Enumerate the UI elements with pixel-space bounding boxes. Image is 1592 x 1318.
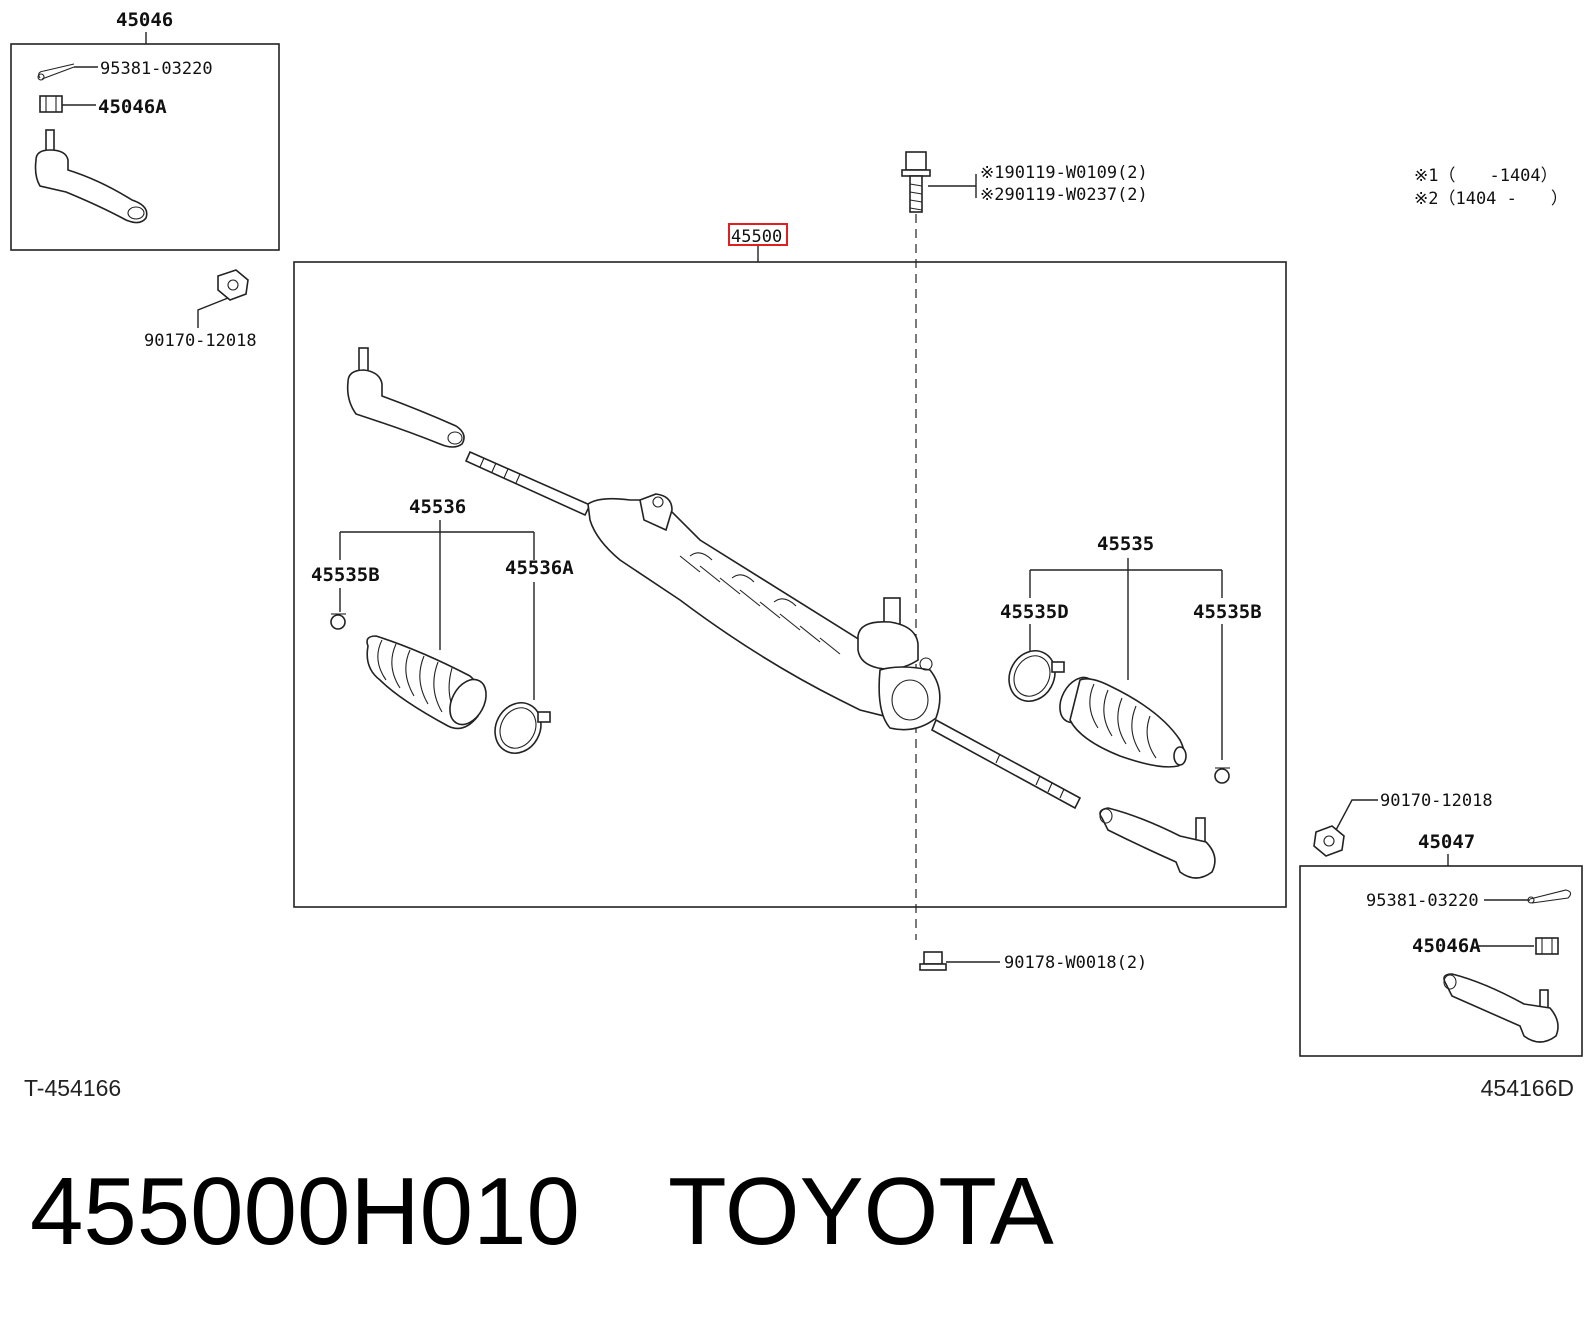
main-assembly-group: 45500 [293,223,1287,908]
group-45046-label[interactable]: 45046 [116,9,173,31]
inner-tie-rod-left-icon [464,450,592,517]
nut-right-group: 90170-12018 [1313,791,1493,857]
boot-group-45536: 45536 45535B 45536A [311,496,574,754]
cotter-pin-icon [1527,889,1572,904]
part-45046A-top[interactable]: 45046A [98,96,167,118]
caption-brand: TOYOTA [668,1158,1054,1265]
group-45047: 45047 95381-03220 45046A [1299,831,1583,1057]
part-45046A-bottom[interactable]: 45046A [1412,935,1481,957]
tie-rod-end-right-icon [1099,807,1216,879]
nut-left-group: 90170-12018 [144,269,257,351]
group-45536-label[interactable]: 45536 [409,496,466,518]
group-45046: 45046 95381-03220 45046A [10,9,280,251]
note-1: ※1（ -1404） [1414,166,1558,186]
tie-rod-end-right-icon [1443,973,1559,1043]
bellows-boot-left-icon [366,635,487,730]
tie-rod-end-left-icon [346,347,465,448]
small-clamp-right-icon [1214,767,1230,784]
caption-part-number: 455000H010 [30,1158,580,1265]
castle-nut-icon [1535,937,1559,955]
part-90178-W0018[interactable]: 90178-W0018(2) [1004,953,1147,973]
main-assembly-highlight [728,223,788,246]
bolt-callout-line1[interactable]: ※190119-W0109(2) [980,163,1148,183]
flange-nut-icon [919,951,947,971]
flange-bolt-icon [901,151,931,213]
hex-nut-icon [217,269,249,301]
castle-nut-icon [39,95,63,113]
diagram-code-right: 454166D [1481,1075,1574,1101]
tie-rod-end-left-icon [34,129,148,224]
small-clamp-left-icon [330,613,346,630]
hex-nut-icon [1313,825,1345,857]
large-clamp-right-icon [1008,650,1065,702]
bottom-nut-group: 90178-W0018(2) [919,951,1147,973]
part-45535D[interactable]: 45535D [1000,601,1069,623]
cotter-pin-icon [37,63,75,81]
part-95381-03220-bottom[interactable]: 95381-03220 [1366,891,1479,911]
bolt-callout-line2[interactable]: ※290119-W0237(2) [980,185,1148,205]
group-45047-label[interactable]: 45047 [1418,831,1475,853]
group-45535-label[interactable]: 45535 [1097,533,1154,555]
bolt-group: ※190119-W0109(2) ※290119-W0237(2) [901,151,1148,940]
part-45535B-right[interactable]: 45535B [1193,601,1262,623]
main-assembly-label[interactable]: 45500 [731,227,782,247]
notes: ※1（ -1404） ※2（1404 - ） [1414,166,1568,209]
note-2: ※2（1404 - ） [1414,189,1568,209]
large-clamp-left-icon [494,702,551,754]
part-90170-12018-right[interactable]: 90170-12018 [1380,791,1493,811]
rack-housing-icon [587,493,941,731]
part-95381-03220-top[interactable]: 95381-03220 [100,59,213,79]
part-45536A[interactable]: 45536A [505,557,574,579]
boot-group-45535: 45535 45535D 45535B [1000,533,1262,784]
part-90170-12018-left[interactable]: 90170-12018 [144,331,257,351]
part-45535B-left[interactable]: 45535B [311,564,380,586]
diagram-code-left: T-454166 [24,1075,121,1101]
inner-tie-rod-right-icon [930,718,1082,810]
bellows-boot-right-icon [1059,676,1187,768]
